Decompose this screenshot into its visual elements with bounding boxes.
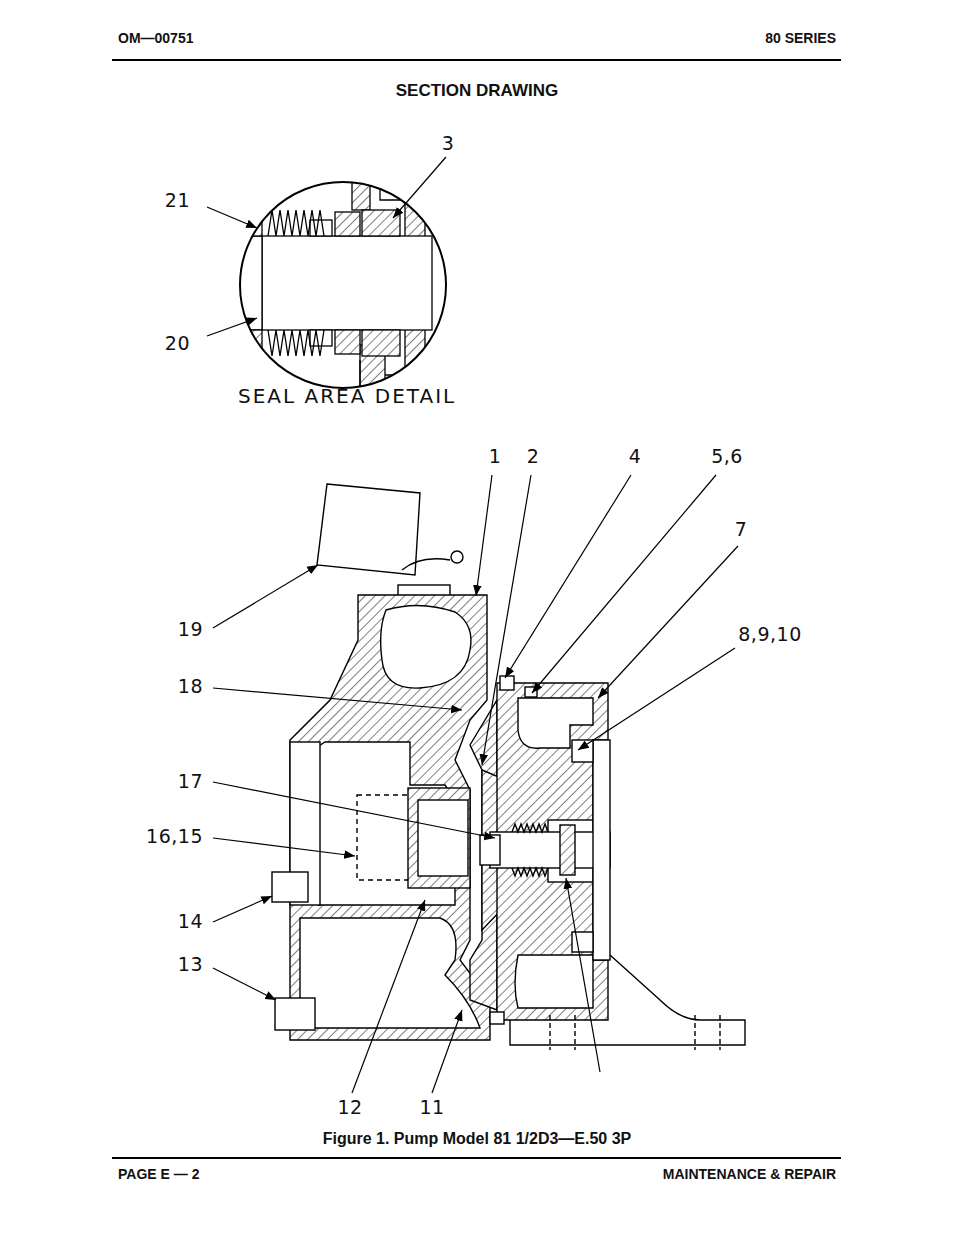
series-name: 80 SERIES bbox=[765, 31, 836, 46]
callout-number: 8,9,10 bbox=[738, 624, 801, 645]
detail-title: SEAL AREA DETAIL bbox=[238, 385, 456, 407]
page-title: SECTION DRAWING bbox=[396, 82, 558, 101]
doc-number: OM—00751 bbox=[118, 31, 193, 46]
callout-number: 1 bbox=[489, 446, 502, 467]
callout-number: 17 bbox=[178, 771, 203, 792]
callout-number: 7 bbox=[735, 519, 748, 540]
page-number: PAGE E — 2 bbox=[118, 1167, 199, 1182]
section-name: MAINTENANCE & REPAIR bbox=[663, 1167, 836, 1182]
callout-number: 4 bbox=[629, 446, 642, 467]
callout-number: 19 bbox=[178, 619, 203, 640]
callout-number: 12 bbox=[337, 1097, 362, 1118]
seal-detail bbox=[240, 175, 450, 405]
callout-number: 20 bbox=[165, 333, 190, 354]
callout-number: 16,15 bbox=[146, 826, 203, 847]
header-rule bbox=[112, 59, 841, 61]
callout-number: 13 bbox=[178, 954, 203, 975]
callout-number: 11 bbox=[419, 1097, 444, 1118]
callout-number: 3 bbox=[442, 133, 455, 154]
pump-section bbox=[272, 484, 745, 1050]
leader-lines bbox=[207, 157, 738, 1093]
callout-number: 21 bbox=[165, 190, 190, 211]
callout-number: 18 bbox=[178, 676, 203, 697]
footer-rule bbox=[112, 1157, 841, 1159]
callout-number: 14 bbox=[178, 911, 203, 932]
callout-number: 5,6 bbox=[711, 446, 743, 467]
figure-caption: Figure 1. Pump Model 81 1/2D3—E.50 3P bbox=[323, 1130, 632, 1148]
callout-number: 2 bbox=[527, 446, 540, 467]
